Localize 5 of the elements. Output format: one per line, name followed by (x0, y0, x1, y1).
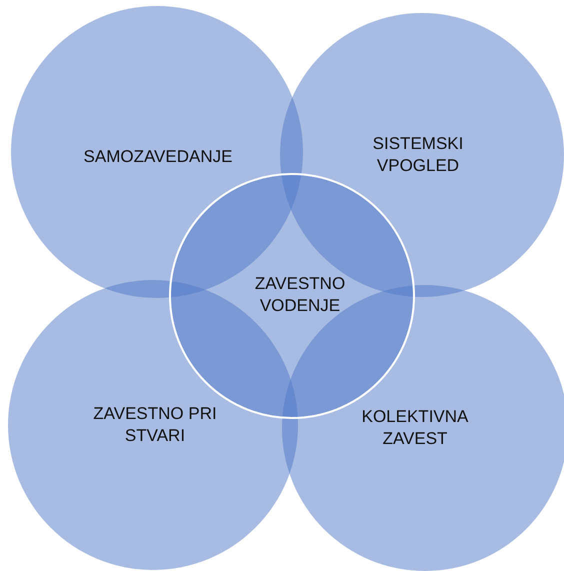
circle-label: ZAVESTNO VODENJE (254, 273, 346, 317)
circle-label: SISTEMSKI VPOGLED (372, 133, 464, 177)
circle-label: ZAVESTNO PRI STVARI (92, 403, 218, 447)
circle-label: SAMOZAVEDANJE (82, 146, 234, 168)
circle-label: KOLEKTIVNA ZAVEST (360, 406, 470, 450)
